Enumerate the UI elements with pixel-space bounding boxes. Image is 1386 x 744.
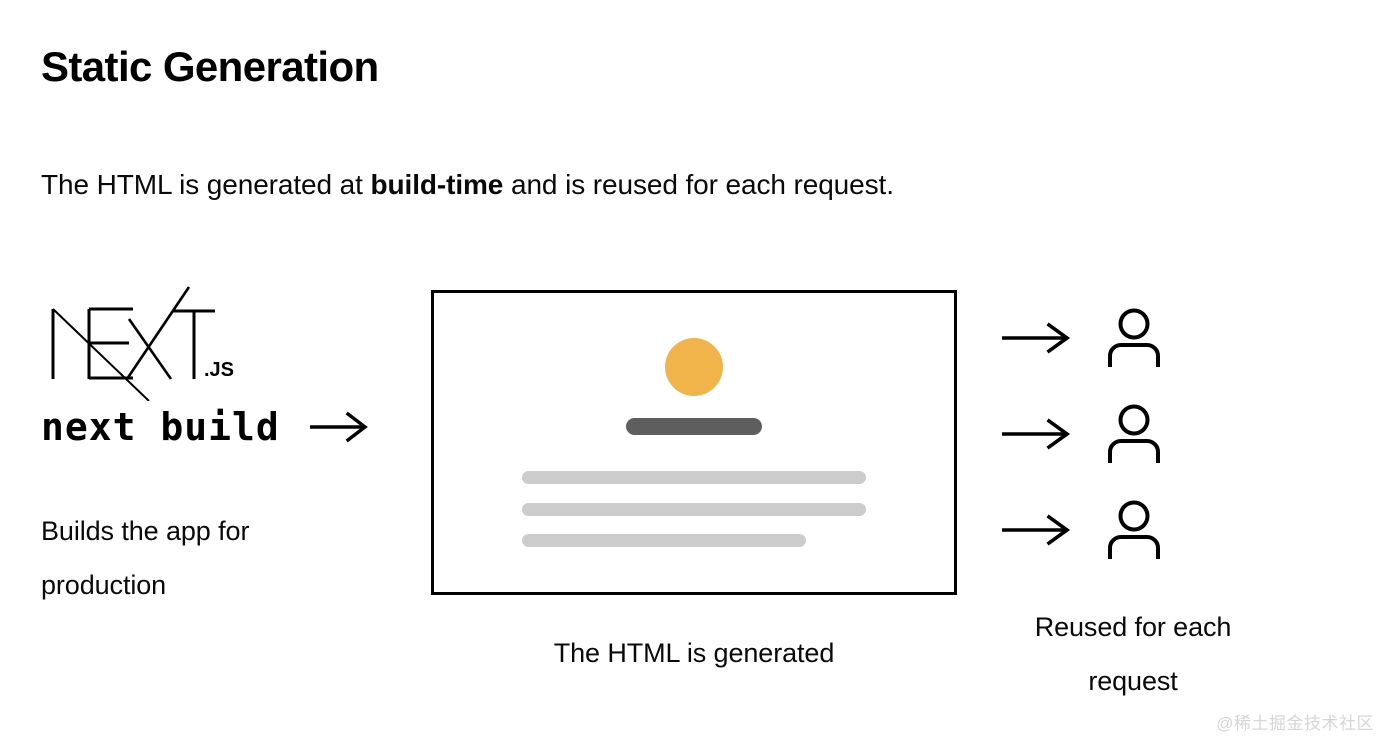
next-build-command: next build (41, 405, 370, 449)
request-row (1000, 397, 1180, 471)
build-description-line-2: production (41, 570, 167, 600)
mock-heading-bar (626, 418, 762, 435)
right-arrow-icon (1002, 418, 1071, 450)
watermark: @稀土掘金技术社区 (1216, 714, 1374, 733)
person-icon (1108, 308, 1160, 367)
requests-column (1000, 295, 1180, 565)
request-row (1000, 493, 1180, 567)
requests-caption: Reused for each request (975, 600, 1291, 708)
generated-page-mock (431, 290, 957, 595)
right-arrow-icon (1002, 514, 1071, 546)
requests-caption-line-1: Reused for each (1034, 612, 1232, 642)
right-arrow-icon (309, 411, 368, 443)
person-icon (1108, 500, 1160, 559)
page-title: Static Generation (41, 43, 379, 90)
right-arrow-icon (1002, 322, 1071, 354)
command-text: next build (41, 405, 280, 449)
subtitle-text-before: The HTML is generated at (41, 169, 371, 200)
build-description: Builds the app for production (41, 504, 341, 612)
nextjs-logo-icon: .JS (51, 286, 234, 401)
mock-text-bar-1 (522, 471, 866, 484)
mock-text-bar-2 (522, 503, 866, 516)
center-caption: The HTML is generated (553, 638, 835, 668)
subtitle: The HTML is generated at build-time and … (41, 168, 894, 202)
build-description-line-1: Builds the app for (41, 516, 250, 546)
subtitle-text-after: and is reused for each request. (503, 169, 894, 200)
request-row (1000, 301, 1180, 375)
person-icon (1108, 404, 1160, 463)
requests-caption-line-2: request (1088, 666, 1178, 696)
mock-avatar-circle (665, 338, 723, 396)
nextjs-logo-suffix: .JS (204, 359, 234, 381)
mock-text-bar-3 (522, 534, 806, 547)
subtitle-emphasis: build-time (370, 169, 504, 200)
